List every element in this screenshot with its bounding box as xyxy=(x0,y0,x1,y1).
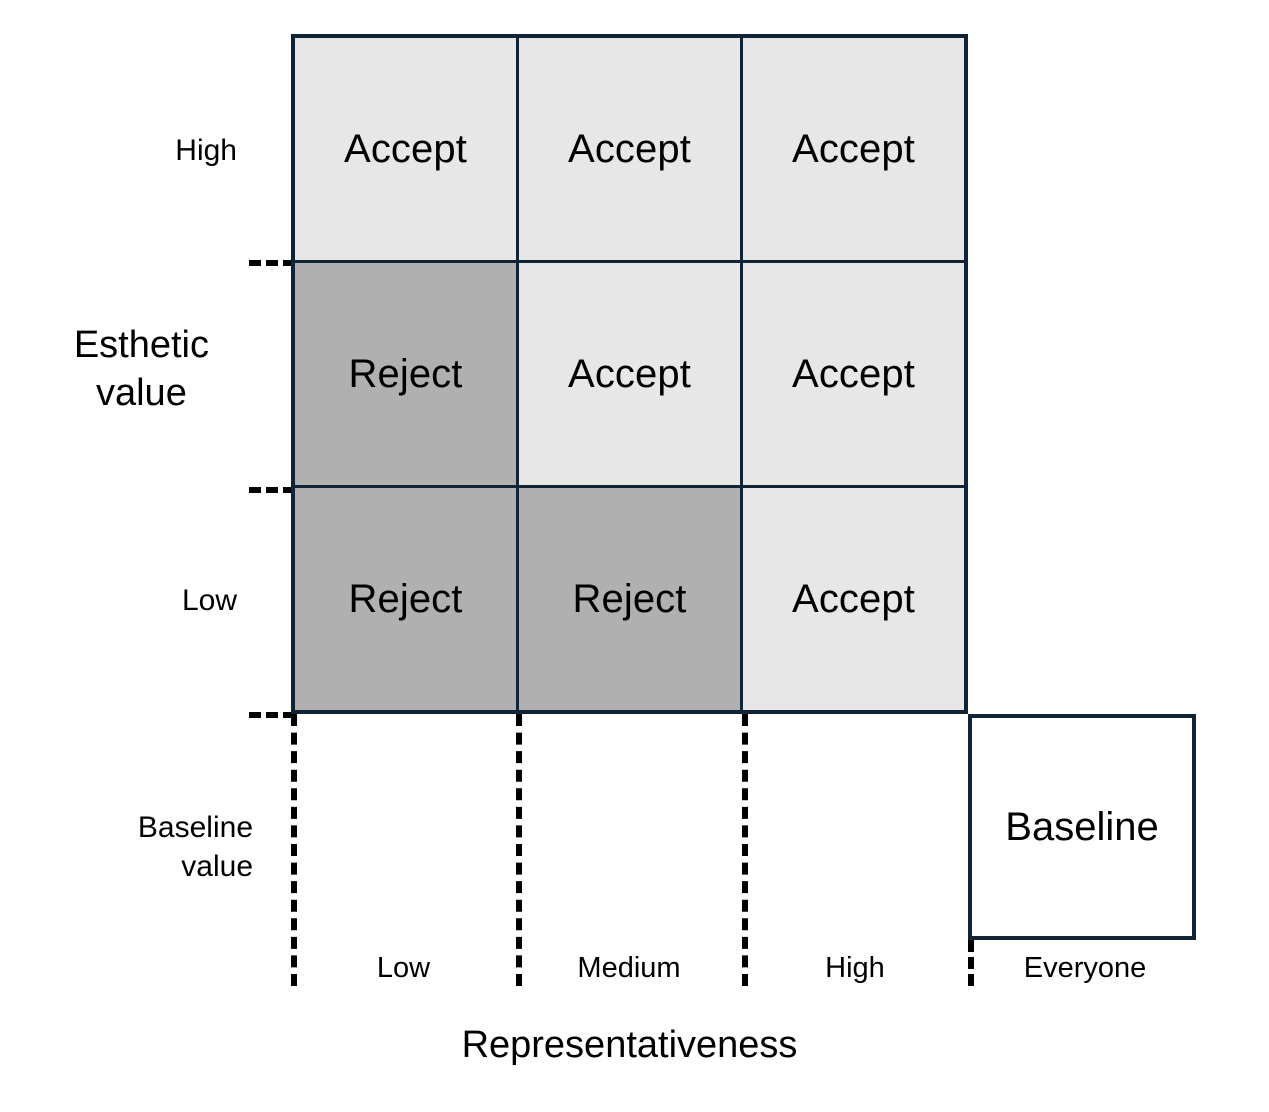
matrix-cell-high-medium: Accept xyxy=(519,38,740,260)
matrix-cell-high-high: Accept xyxy=(743,38,964,260)
matrix-cell-low-medium: Reject xyxy=(519,488,740,710)
x-axis-divider-medium-high xyxy=(742,714,748,986)
x-axis-tick-label-high: High xyxy=(825,952,885,984)
matrix-cell-low-low: Reject xyxy=(295,488,516,710)
y-axis-tick-label-low: Low xyxy=(181,584,237,617)
y-axis-tick-label-baseline-value: Baseline value xyxy=(137,811,253,883)
y-axis-tick-dash-low-boundary xyxy=(249,487,295,493)
y-axis-tick-dash-high-boundary xyxy=(249,260,295,266)
matrix-cell-medium-low: Reject xyxy=(295,263,516,485)
y-axis-tick-label-high: High xyxy=(175,134,237,167)
baseline-box: Baseline xyxy=(968,714,1196,940)
matrix-cell-medium-high: Accept xyxy=(743,263,964,485)
decision-matrix: Accept Accept Accept Reject Accept Accep… xyxy=(291,34,968,714)
matrix-cell-medium-medium: Accept xyxy=(519,263,740,485)
y-axis-tick-dash-baseline-boundary xyxy=(249,712,295,718)
x-axis-title: Representativeness xyxy=(461,1024,798,1066)
x-axis-tick-label-low: Low xyxy=(376,952,431,984)
y-axis-title: Esthetic value xyxy=(73,324,209,414)
x-axis-divider-low-left xyxy=(291,714,297,986)
matrix-cell-low-high: Accept xyxy=(743,488,964,710)
x-axis-divider-high-everyone xyxy=(968,940,974,986)
matrix-cell-high-low: Accept xyxy=(295,38,516,260)
x-axis-divider-low-medium xyxy=(516,714,522,986)
x-axis-tick-label-medium: Medium xyxy=(577,952,681,984)
x-axis-tick-label-everyone: Everyone xyxy=(1023,952,1147,984)
